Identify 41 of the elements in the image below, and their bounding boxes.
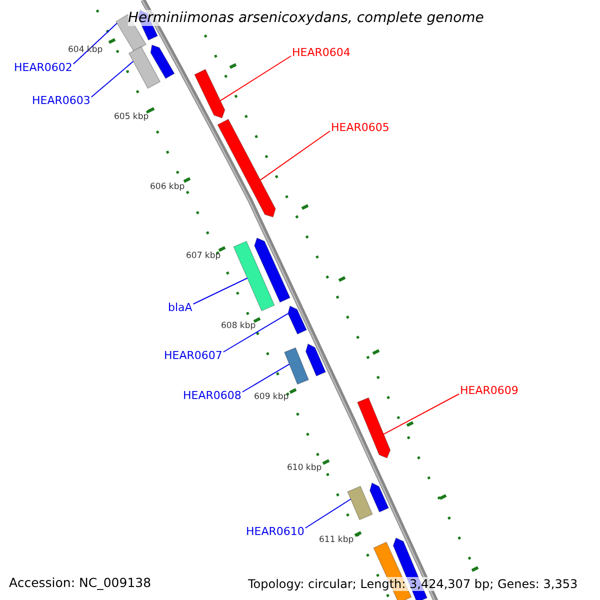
gene-block bbox=[356, 397, 391, 459]
scale-label: 607 kbp bbox=[186, 252, 221, 260]
leader-line bbox=[260, 130, 330, 181]
gene-label: HEAR0609 bbox=[460, 385, 518, 396]
gene-block bbox=[369, 482, 390, 513]
gene-block bbox=[128, 46, 161, 89]
gene-label: HEAR0610 bbox=[246, 526, 304, 537]
leader-line bbox=[222, 313, 288, 352]
gene-block bbox=[217, 118, 276, 218]
gene-block bbox=[150, 44, 175, 80]
gene-label: HEAR0607 bbox=[164, 350, 222, 361]
scale-label: 610 kbp bbox=[287, 464, 322, 472]
gene-block bbox=[284, 347, 310, 385]
scale-label: 606 kbp bbox=[150, 183, 185, 192]
title: Herminiimonas arsenicoxydans, complete genome bbox=[128, 10, 484, 26]
gene-label: HEAR0605 bbox=[331, 122, 390, 133]
leader-line bbox=[90, 60, 134, 98]
leader-line bbox=[383, 394, 460, 435]
scale-label: 605 kbp bbox=[114, 113, 149, 122]
leader-line bbox=[304, 498, 352, 528]
accession-text: Accession: NC_009138 bbox=[9, 576, 152, 590]
scale-label: 604 kbp bbox=[68, 46, 103, 54]
scale-label: 611 kbp bbox=[319, 536, 354, 544]
gene-block bbox=[233, 240, 275, 312]
leader-line bbox=[220, 56, 292, 102]
gene-label: HEAR0608 bbox=[183, 390, 242, 401]
leader-line bbox=[242, 364, 290, 392]
gene-block bbox=[305, 343, 326, 377]
gene-block bbox=[347, 486, 373, 520]
gene-block bbox=[194, 68, 226, 119]
leader-line bbox=[72, 22, 118, 64]
gene-label: HEAR0603 bbox=[32, 95, 90, 106]
gene-label: blaA bbox=[168, 302, 192, 313]
gene-label: HEAR0604 bbox=[292, 47, 350, 58]
gene-label: HEAR0602 bbox=[14, 62, 72, 73]
gene-block bbox=[254, 237, 291, 303]
genome-info-text: Topology: circular; Length: 3,424,307 bp; Genes: 3,353 bbox=[248, 577, 578, 591]
leader-line bbox=[192, 278, 248, 304]
gene-block bbox=[288, 305, 308, 335]
scale-label: 609 kbp bbox=[254, 393, 289, 402]
scale-label: 608 kbp bbox=[221, 322, 256, 330]
